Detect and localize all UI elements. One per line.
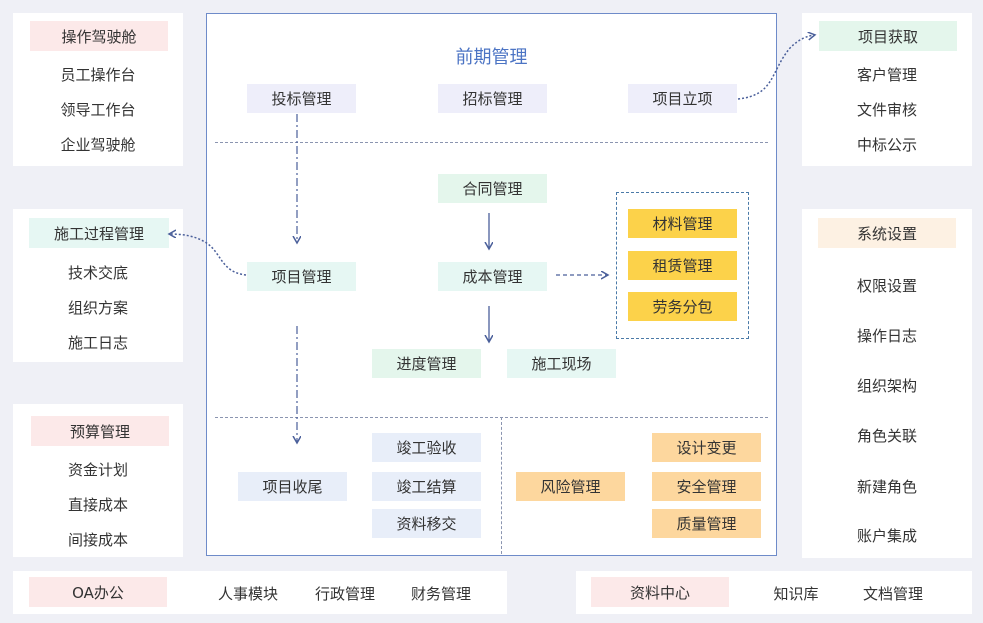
acquire-title: 项目获取 (819, 21, 957, 51)
divider-vertical (501, 417, 502, 554)
arrow-project-process (170, 234, 247, 276)
system-item: 新建角色 (856, 478, 917, 496)
design-change-box: 设计变更 (652, 433, 761, 462)
oa-item: 财务管理 (410, 585, 471, 603)
process-title: 施工过程管理 (29, 218, 169, 248)
labor-box: 劳务分包 (628, 292, 737, 321)
budget-item: 间接成本 (67, 531, 128, 549)
leasing-box: 租赁管理 (628, 251, 737, 280)
docs-panel: 资料中心 知识库 文档管理 (576, 571, 972, 614)
quality-box: 质量管理 (652, 509, 761, 538)
system-item: 权限设置 (856, 277, 917, 295)
cockpit-title: 操作驾驶舱 (30, 21, 168, 51)
system-panel: 系统设置 权限设置 操作日志 组织架构 角色关联 新建角色 账户集成 (802, 209, 972, 558)
completion-acceptance-box: 竣工验收 (372, 433, 481, 462)
oa-item: 行政管理 (314, 585, 375, 603)
bidding-box: 投标管理 (247, 84, 356, 113)
acquire-panel: 项目获取 客户管理 文件审核 中标公示 (802, 13, 972, 166)
cost-box: 成本管理 (438, 262, 547, 291)
center-title: 前期管理 (455, 47, 528, 68)
tendering-box: 招标管理 (438, 84, 547, 113)
cockpit-panel: 操作驾驶舱 员工操作台 领导工作台 企业驾驶舱 (13, 13, 183, 166)
budget-panel: 预算管理 资金计划 直接成本 间接成本 (13, 404, 183, 557)
oa-item: 人事模块 (217, 585, 278, 603)
budget-item: 直接成本 (67, 496, 128, 514)
site-box: 施工现场 (507, 349, 616, 378)
docs-item: 文档管理 (862, 585, 923, 603)
materials-group (616, 192, 749, 339)
contract-box: 合同管理 (438, 174, 547, 203)
risk-box: 风险管理 (516, 472, 625, 501)
cockpit-item: 企业驾驶舱 (60, 136, 136, 154)
process-item: 技术交底 (67, 264, 128, 282)
process-item: 施工日志 (67, 334, 128, 352)
system-item: 账户集成 (856, 527, 917, 545)
oa-title: OA办公 (29, 577, 167, 607)
document-transfer-box: 资料移交 (372, 509, 481, 538)
center-frame: 前期管理 投标管理 招标管理 项目立项 合同管理 项目管理 成本管理 材料管理 … (206, 13, 777, 556)
system-item: 操作日志 (856, 327, 917, 345)
cockpit-item: 员工操作台 (60, 66, 136, 84)
docs-title: 资料中心 (591, 577, 729, 607)
acquire-item: 文件审核 (856, 101, 917, 119)
process-panel: 施工过程管理 技术交底 组织方案 施工日志 (13, 209, 183, 362)
cockpit-item: 领导工作台 (60, 101, 136, 119)
project-mgmt-box: 项目管理 (247, 262, 356, 291)
divider-top (215, 142, 768, 143)
project-approval-box: 项目立项 (628, 84, 737, 113)
process-item: 组织方案 (67, 299, 128, 317)
system-title: 系统设置 (818, 218, 956, 248)
system-item: 组织架构 (856, 377, 917, 395)
acquire-item: 客户管理 (856, 66, 917, 84)
oa-panel: OA办公 人事模块 行政管理 财务管理 (13, 571, 507, 614)
materials-box: 材料管理 (628, 209, 737, 238)
docs-item: 知识库 (773, 585, 819, 603)
closing-box: 项目收尾 (238, 472, 347, 501)
system-item: 角色关联 (856, 427, 917, 445)
progress-box: 进度管理 (372, 349, 481, 378)
budget-item: 资金计划 (67, 461, 128, 479)
completion-settlement-box: 竣工结算 (372, 472, 481, 501)
arrow-approval-acquire (737, 35, 814, 100)
divider-bottom (215, 417, 768, 418)
budget-title: 预算管理 (31, 416, 169, 446)
safety-box: 安全管理 (652, 472, 761, 501)
acquire-item: 中标公示 (856, 136, 917, 154)
